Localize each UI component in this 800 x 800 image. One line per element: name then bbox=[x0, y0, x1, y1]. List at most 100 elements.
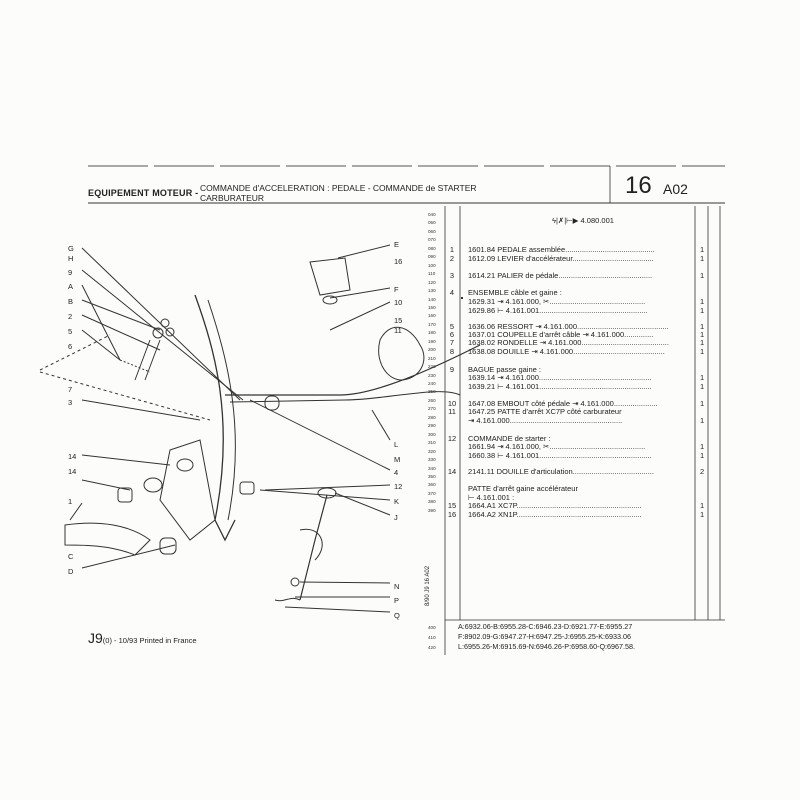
spec-value: 4.080.001 bbox=[580, 216, 614, 225]
callout-label: F bbox=[394, 285, 399, 294]
line-number: 350 bbox=[428, 473, 436, 479]
item-number: 11 bbox=[448, 407, 456, 416]
callout-label: Q bbox=[394, 611, 400, 620]
callout-label: 15 bbox=[394, 316, 403, 325]
part-description: BAGUE passe gaine : bbox=[468, 365, 541, 374]
part-description: 1612.09 LEVIER d'accélérateur...........… bbox=[468, 254, 654, 263]
part-description: 1629.31 ⇥ 4.161.000, ✂..................… bbox=[468, 297, 646, 306]
callout-label: 1 bbox=[68, 497, 73, 506]
part-quantity: 2 bbox=[700, 467, 705, 476]
line-number: 300 bbox=[428, 431, 436, 437]
part-description: 1637.01 COUPELLE d'arrêt câble ⇥ 4.161.0… bbox=[468, 330, 654, 339]
line-number: 250 bbox=[428, 389, 436, 395]
callout-label: K bbox=[394, 497, 400, 506]
callout-label: 4 bbox=[394, 468, 399, 477]
line-number: 320 bbox=[428, 448, 436, 454]
line-number: 230 bbox=[428, 372, 436, 378]
callout-label: 11 bbox=[394, 326, 402, 335]
group-number: 16 bbox=[625, 172, 652, 199]
line-number: 130 bbox=[428, 288, 436, 294]
item-number: 1 bbox=[449, 245, 455, 254]
part-quantity: 1 bbox=[700, 271, 705, 280]
part-description: 2141.11 DOUILLE d'articulation..........… bbox=[468, 467, 654, 476]
part-description: 1638.08 DOUILLE ⇥ 4.161.000.............… bbox=[468, 347, 665, 356]
item-number: 15 bbox=[447, 501, 457, 510]
part-description: 1639.21 ⊢ 4.161.001.....................… bbox=[468, 382, 652, 391]
part-description: ENSEMBLE câble et gaine : bbox=[468, 288, 562, 297]
part-description: 1661.94 ⇥ 4.161.000, ✂..................… bbox=[468, 442, 646, 451]
callout-label: M bbox=[394, 455, 401, 464]
item-number: 3 bbox=[449, 271, 455, 280]
line-number: 380 bbox=[428, 499, 436, 505]
line-number: 310 bbox=[428, 440, 436, 446]
callout-label: C bbox=[68, 552, 74, 561]
part-description: 1639.14 ⇥ 4.161.000.....................… bbox=[468, 373, 652, 382]
callout-label: H bbox=[68, 254, 74, 263]
item-number: 12 bbox=[447, 434, 457, 443]
callout-label: B bbox=[68, 297, 74, 306]
line-number: 360 bbox=[428, 482, 436, 488]
part-quantity: 1 bbox=[700, 510, 705, 519]
part-description: 1660.38 ⊢ 4.161.001.....................… bbox=[468, 451, 652, 460]
part-quantity: 1 bbox=[700, 254, 705, 263]
item-number: 10 bbox=[447, 399, 457, 408]
callout-label: E bbox=[394, 240, 400, 249]
part-quantity: 1 bbox=[700, 501, 705, 510]
part-quantity: 1 bbox=[700, 338, 705, 347]
code-line-no: 420 bbox=[428, 645, 436, 650]
table-row-markers bbox=[461, 297, 463, 299]
part-description: 1638.02 RONDELLE ⇥ 4.161.000............… bbox=[468, 338, 669, 347]
codes-line: A:6932.06-B:6955.28-C:6946.23-D:6921.77-… bbox=[458, 622, 633, 631]
spec-symbols-icon: ϟ|✗|⊢▶ bbox=[552, 216, 581, 225]
line-number: 270 bbox=[428, 406, 436, 412]
item-number: 7 bbox=[449, 338, 455, 347]
part-description: 1629.86 ⊢ 4.161.001.....................… bbox=[468, 306, 648, 315]
line-number: 080 bbox=[428, 245, 436, 251]
line-number: 160 bbox=[428, 313, 436, 319]
callout-label: 6 bbox=[68, 342, 73, 351]
line-number: 190 bbox=[428, 338, 436, 344]
line-number: 330 bbox=[428, 457, 436, 463]
item-number: 6 bbox=[449, 330, 455, 339]
line-number: 050 bbox=[428, 220, 436, 226]
line-number: 210 bbox=[428, 355, 436, 361]
part-description: 1614.21 PALIER de pédale................… bbox=[468, 271, 653, 280]
line-number: 200 bbox=[428, 347, 436, 353]
callout-label: A bbox=[68, 282, 74, 291]
codes-line: F:8902.09-G:6947.27-H:6947.25-J:6955.25-… bbox=[458, 632, 632, 641]
line-number: 280 bbox=[428, 414, 436, 420]
line-number: 120 bbox=[428, 279, 436, 285]
spec-line: ϟ|✗|⊢▶ 4.080.001 bbox=[552, 216, 614, 225]
item-number: 8 bbox=[449, 347, 455, 356]
line-number: 220 bbox=[428, 364, 436, 370]
part-quantity: 1 bbox=[700, 306, 705, 315]
callout-label: 5 bbox=[68, 327, 73, 336]
line-number: 070 bbox=[428, 237, 436, 243]
footer-page-code: J9 bbox=[88, 630, 103, 646]
page-title-line2: CARBURATEUR bbox=[200, 193, 265, 203]
part-quantity: 1 bbox=[700, 399, 705, 408]
line-number: 140 bbox=[428, 296, 436, 302]
item-number: 16 bbox=[447, 510, 457, 519]
part-description: ⊢ 4.161.001 : bbox=[468, 493, 515, 502]
callout-label: 16 bbox=[394, 257, 403, 266]
part-quantity: 1 bbox=[700, 373, 705, 382]
item-number: 5 bbox=[449, 322, 455, 331]
part-quantity: 1 bbox=[700, 442, 705, 451]
callout-label: 10 bbox=[394, 298, 403, 307]
line-number: 110 bbox=[428, 271, 436, 277]
callout-label: 2 bbox=[68, 312, 73, 321]
part-description: ⇥ 4.161.000.............................… bbox=[468, 416, 623, 425]
callout-label: J bbox=[394, 513, 398, 522]
callout-label: N bbox=[394, 582, 400, 591]
line-number: 170 bbox=[428, 321, 436, 327]
callout-label: G bbox=[68, 244, 74, 253]
part-description: PATTE d'arrêt gaine accélérateur bbox=[468, 484, 578, 493]
item-number: 9 bbox=[449, 365, 455, 374]
part-description: 1647.08 EMBOUT côté pédale ⇥ 4.161.000..… bbox=[468, 399, 658, 408]
callout-label: 12 bbox=[394, 482, 403, 491]
line-number: 370 bbox=[428, 490, 436, 496]
part-description: 1664.A2 XN1P............................… bbox=[468, 510, 642, 519]
